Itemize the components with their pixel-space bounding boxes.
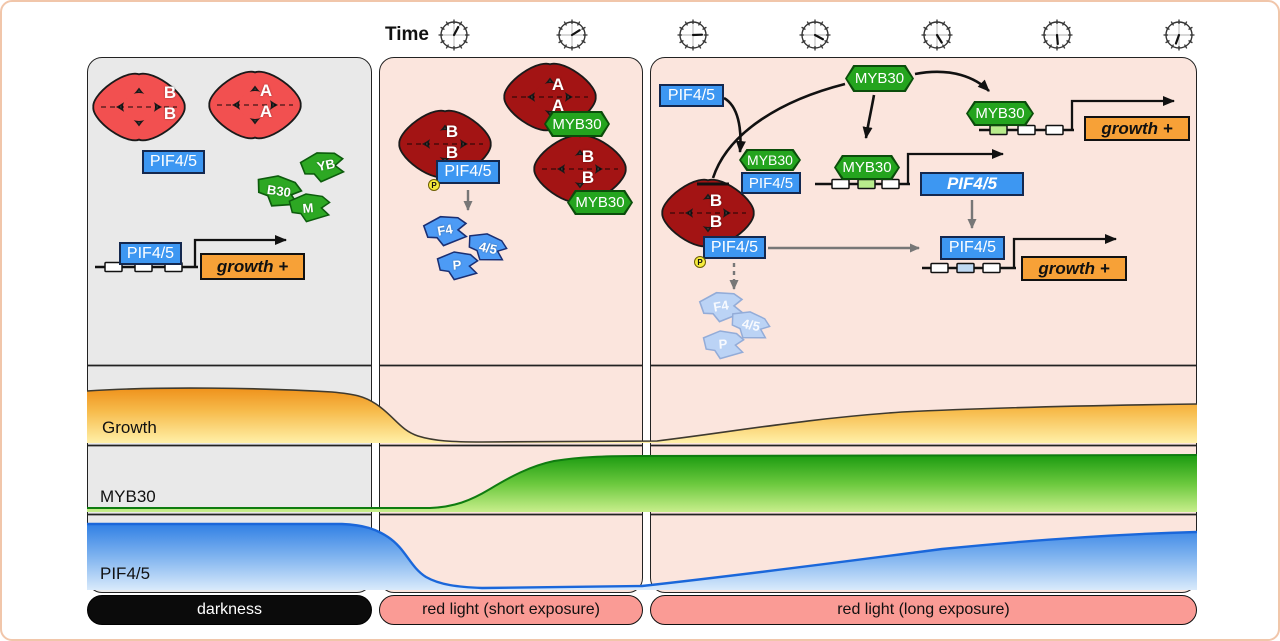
fragment-label: F4 bbox=[436, 221, 454, 239]
phospho-icon: P bbox=[428, 179, 440, 191]
pif45-protein-box: PIF4/5 bbox=[659, 84, 724, 107]
pif45-protein-box: PIF4/5 bbox=[142, 150, 205, 174]
pif45-phy-bound-box: PIF4/5 bbox=[436, 160, 500, 184]
growth-gene-box: growth + bbox=[1021, 256, 1127, 281]
fragment-label: M bbox=[301, 200, 315, 216]
myb30-promoter-bound-hexagon: MYB30 bbox=[966, 101, 1034, 126]
clock-icons bbox=[437, 18, 1196, 52]
fragment-label-faded: P bbox=[718, 336, 728, 352]
pif45-complex-box: PIF4/5 bbox=[741, 172, 801, 194]
time-axis-label: Time bbox=[385, 24, 430, 45]
myb30-complex-hexagon: MYB30 bbox=[739, 149, 801, 171]
myb30-hexagon: MYB30 bbox=[845, 65, 914, 92]
pif45-gene-box: PIF4/5 bbox=[920, 172, 1024, 196]
clock-icon bbox=[437, 18, 471, 52]
pif45-row-label: PIF4/5 bbox=[100, 564, 151, 583]
pif45-phy-bound-box: PIF4/5 bbox=[703, 236, 766, 259]
myb30-hexagon: MYB30 bbox=[567, 190, 633, 215]
growth-row-label: Growth bbox=[102, 418, 157, 437]
clock-hands bbox=[452, 25, 1181, 46]
phospho-icon: P bbox=[694, 256, 706, 268]
myb30-promoter-bound-hexagon: MYB30 bbox=[834, 155, 900, 180]
pif45-promoter-bound-box: PIF4/5 bbox=[940, 236, 1005, 260]
panel-red-short bbox=[379, 57, 643, 593]
pif45-promoter-bound-box: PIF4/5 bbox=[119, 242, 182, 265]
fragment-label: B30 bbox=[266, 181, 292, 201]
fragment-label-faded: F4 bbox=[712, 297, 730, 315]
darkness-pill: darkness bbox=[87, 595, 372, 625]
panel-darkness bbox=[87, 57, 372, 593]
myb30-hexagon: MYB30 bbox=[544, 111, 610, 137]
fragment-label: P bbox=[452, 257, 462, 273]
growth-gene-box: growth + bbox=[200, 253, 305, 280]
red-light-short-pill: red light (short exposure) bbox=[379, 595, 643, 625]
myb30-row-label: MYB30 bbox=[100, 487, 156, 506]
red-light-long-pill: red light (long exposure) bbox=[650, 595, 1197, 625]
growth-gene-box: growth + bbox=[1084, 116, 1190, 141]
